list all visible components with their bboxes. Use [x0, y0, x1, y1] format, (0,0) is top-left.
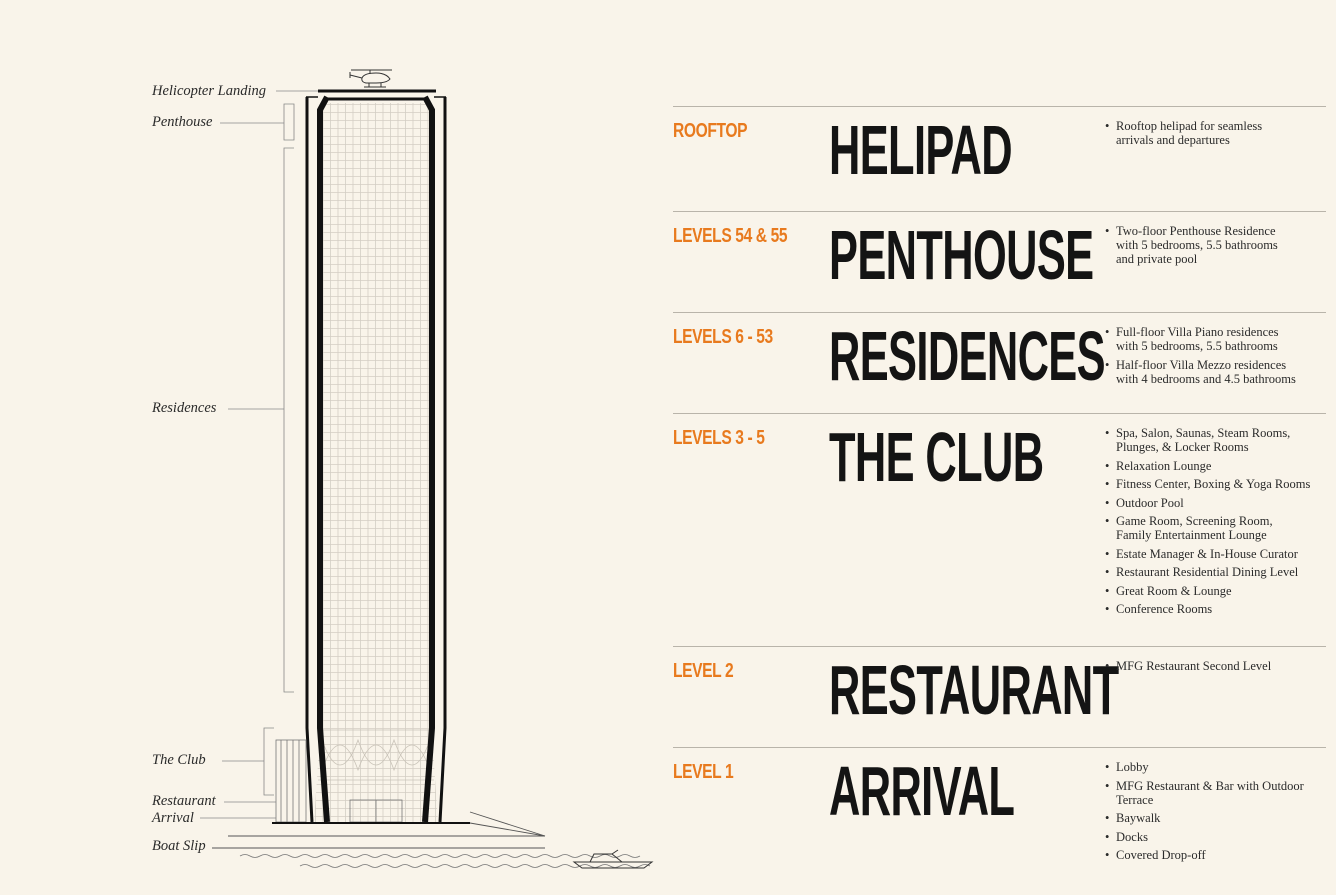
- tower-elevation-diagram: [200, 69, 654, 869]
- callout-boat-slip: Boat Slip: [152, 838, 206, 854]
- level-name: HELIPAD: [829, 111, 1013, 189]
- level-label: LEVELS 54 & 55: [673, 225, 788, 247]
- feature-item: Spa, Salon, Saunas, Steam Rooms, Plunges…: [1105, 426, 1310, 454]
- feature-item: Lobby: [1105, 760, 1304, 774]
- level-label: LEVELS 6 - 53: [673, 326, 773, 348]
- feature-item: Baywalk: [1105, 811, 1304, 825]
- level-label: ROOFTOP: [673, 120, 748, 142]
- callout-residences: Residences: [152, 400, 217, 416]
- tower-facade-grid: [314, 103, 438, 822]
- level-label: LEVELS 3 - 5: [673, 427, 765, 449]
- club-facade-screen: [318, 729, 434, 781]
- tower-frame-right: [422, 95, 435, 823]
- level-label: LEVEL 1: [673, 761, 734, 783]
- level-name: RESTAURANT: [829, 651, 1119, 729]
- level-label: LEVEL 2: [673, 660, 734, 682]
- level-row-the-club: LEVELS 3 - 5 THE CLUB Spa, Salon, Saunas…: [673, 413, 1326, 646]
- level-name: RESIDENCES: [829, 317, 1106, 395]
- feature-item: Estate Manager & In-House Curator: [1105, 547, 1310, 561]
- feature-list: Spa, Salon, Saunas, Steam Rooms, Plunges…: [1105, 426, 1310, 621]
- level-name: THE CLUB: [829, 418, 1044, 496]
- feature-item: Great Room & Lounge: [1105, 584, 1310, 598]
- callout-leaders: [200, 90, 318, 819]
- podium: [275, 739, 403, 823]
- feature-item: Full-floor Villa Piano residences with 5…: [1105, 325, 1296, 353]
- feature-item: Docks: [1105, 830, 1304, 844]
- feature-list: Full-floor Villa Piano residences with 5…: [1105, 325, 1296, 390]
- level-row-penthouse: LEVELS 54 & 55 PENTHOUSE Two-floor Penth…: [673, 211, 1326, 312]
- level-row-residences: LEVELS 6 - 53 RESIDENCES Full-floor Vill…: [673, 312, 1326, 413]
- feature-item: Restaurant Residential Dining Level: [1105, 565, 1310, 579]
- feature-item: Fitness Center, Boxing & Yoga Rooms: [1105, 477, 1310, 491]
- level-row-rooftop: ROOFTOP HELIPAD Rooftop helipad for seam…: [673, 106, 1326, 211]
- callout-restaurant: Restaurant: [152, 793, 216, 809]
- callout-helicopter-landing: Helicopter Landing: [152, 83, 266, 99]
- feature-item: MFG Restaurant & Bar with Outdoor Terrac…: [1105, 779, 1304, 807]
- feature-list: Rooftop helipad for seamless arrivals an…: [1105, 119, 1262, 152]
- level-row-arrival: LEVEL 1 ARRIVAL Lobby MFG Restaurant & B…: [673, 747, 1326, 878]
- helicopter-icon: [349, 69, 392, 88]
- level-table: ROOFTOP HELIPAD Rooftop helipad for seam…: [673, 106, 1326, 878]
- callout-the-club: The Club: [152, 752, 206, 768]
- water-waves: [239, 854, 651, 868]
- feature-item: Rooftop helipad for seamless arrivals an…: [1105, 119, 1262, 147]
- feature-item: Half-floor Villa Mezzo residences with 4…: [1105, 358, 1296, 386]
- feature-item: MFG Restaurant Second Level: [1105, 659, 1271, 673]
- feature-item: Conference Rooms: [1105, 602, 1310, 616]
- level-row-restaurant: LEVEL 2 RESTAURANT MFG Restaurant Second…: [673, 646, 1326, 747]
- callout-arrival: Arrival: [152, 810, 194, 826]
- callout-penthouse: Penthouse: [152, 114, 213, 130]
- feature-item: Game Room, Screening Room, Family Entert…: [1105, 514, 1310, 542]
- feature-item: Outdoor Pool: [1105, 496, 1310, 510]
- feature-list: Lobby MFG Restaurant & Bar with Outdoor …: [1105, 760, 1304, 867]
- feature-item: Covered Drop-off: [1105, 848, 1304, 862]
- base-and-dock: [212, 811, 546, 849]
- feature-item: Relaxation Lounge: [1105, 459, 1310, 473]
- feature-list: MFG Restaurant Second Level: [1105, 659, 1271, 678]
- level-name: ARRIVAL: [829, 752, 1015, 830]
- tower-frame-left: [317, 95, 330, 823]
- level-name: PENTHOUSE: [829, 216, 1094, 294]
- boat-icon: [572, 849, 654, 869]
- feature-item: Two-floor Penthouse Residence with 5 bed…: [1105, 224, 1278, 266]
- feature-list: Two-floor Penthouse Residence with 5 bed…: [1105, 224, 1278, 271]
